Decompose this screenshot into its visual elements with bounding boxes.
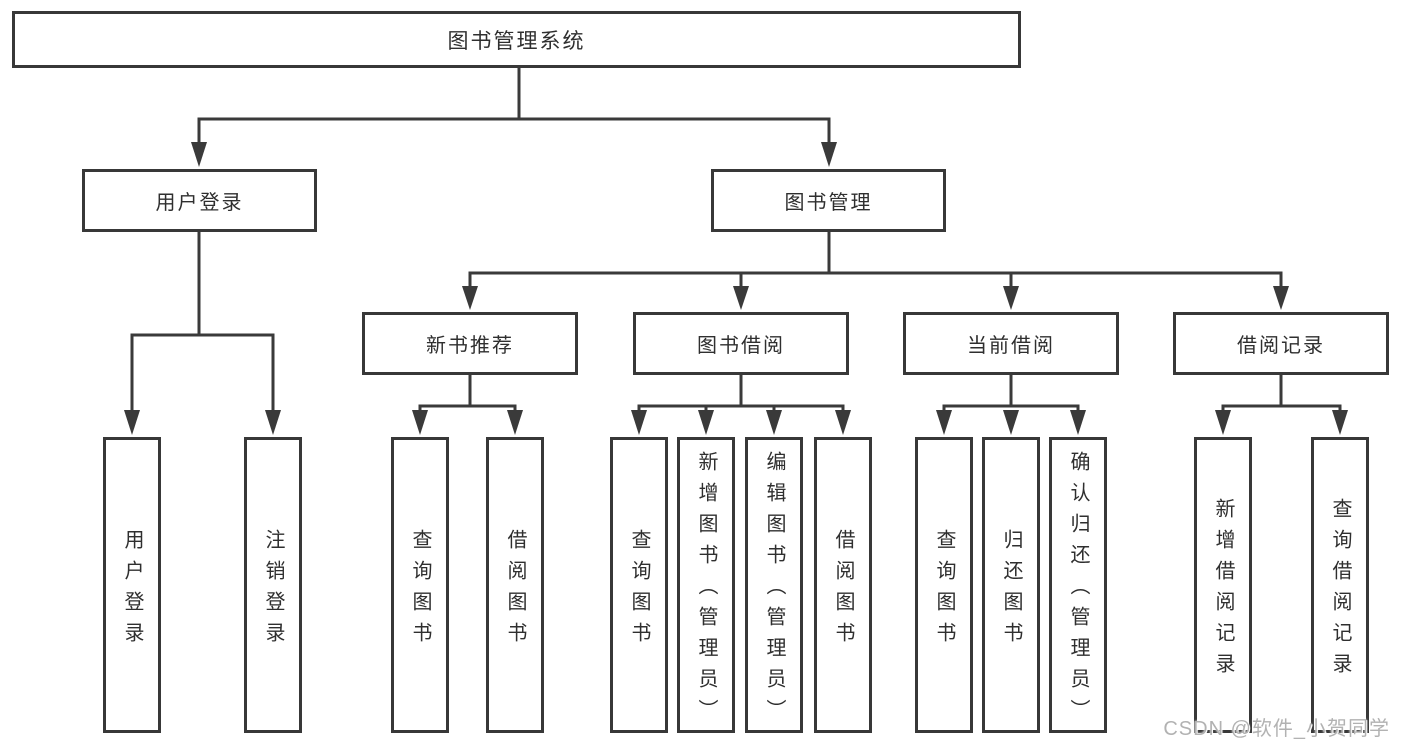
leaf-query-books: 查询图书 — [391, 437, 449, 733]
leaf-label: 编辑图书（管理员） — [763, 451, 785, 730]
leaf-borrow-books: 借阅图书 — [814, 437, 872, 733]
leaf-query-borrow-record: 查询借阅记录 — [1311, 437, 1369, 733]
leaf-label: 查询图书 — [628, 528, 650, 653]
leaf-logout: 注销登录 — [244, 437, 302, 733]
csdn-watermark: CSDN @软件_小贺同学 — [1163, 718, 1390, 740]
leaf-query-books: 查询图书 — [610, 437, 668, 733]
leaf-label: 注销登录 — [262, 528, 284, 653]
leaf-label: 借阅图书 — [832, 528, 854, 653]
section-label: 借阅记录 — [1237, 335, 1325, 357]
section-new-book-recommend: 新书推荐 — [362, 312, 578, 375]
leaf-label: 查询图书 — [409, 528, 431, 653]
leaf-add-books-admin: 新增图书（管理员） — [677, 437, 735, 733]
root-node-label: 图书管理系统 — [447, 29, 586, 53]
leaf-edit-books-admin: 编辑图书（管理员） — [745, 437, 803, 733]
leaf-confirm-return-admin: 确认归还（管理员） — [1049, 437, 1107, 733]
leaf-label: 新增图书（管理员） — [695, 451, 717, 730]
branch-book-management: 图书管理 — [711, 169, 946, 232]
leaf-add-borrow-record: 新增借阅记录 — [1194, 437, 1252, 733]
leaf-query-books: 查询图书 — [915, 437, 973, 733]
section-current-borrow: 当前借阅 — [903, 312, 1119, 375]
branch-user-login-label: 用户登录 — [155, 192, 244, 214]
leaf-label: 归还图书 — [1000, 528, 1022, 653]
leaf-label: 借阅图书 — [504, 528, 526, 653]
leaf-user-login: 用户登录 — [103, 437, 161, 733]
section-label: 当前借阅 — [967, 335, 1055, 357]
section-label: 新书推荐 — [426, 335, 514, 357]
section-book-borrow: 图书借阅 — [633, 312, 849, 375]
leaf-label: 查询借阅记录 — [1329, 497, 1351, 684]
section-label: 图书借阅 — [697, 335, 785, 357]
leaf-label: 查询图书 — [933, 528, 955, 653]
root-node-library-system: 图书管理系统 — [12, 11, 1021, 68]
leaf-label: 用户登录 — [121, 528, 143, 653]
leaf-label: 确认归还（管理员） — [1067, 451, 1089, 730]
leaf-return-books: 归还图书 — [982, 437, 1040, 733]
branch-user-login: 用户登录 — [82, 169, 317, 232]
leaf-label: 新增借阅记录 — [1212, 497, 1234, 684]
leaf-borrow-books: 借阅图书 — [486, 437, 544, 733]
branch-book-management-label: 图书管理 — [784, 192, 873, 214]
section-borrow-records: 借阅记录 — [1173, 312, 1389, 375]
